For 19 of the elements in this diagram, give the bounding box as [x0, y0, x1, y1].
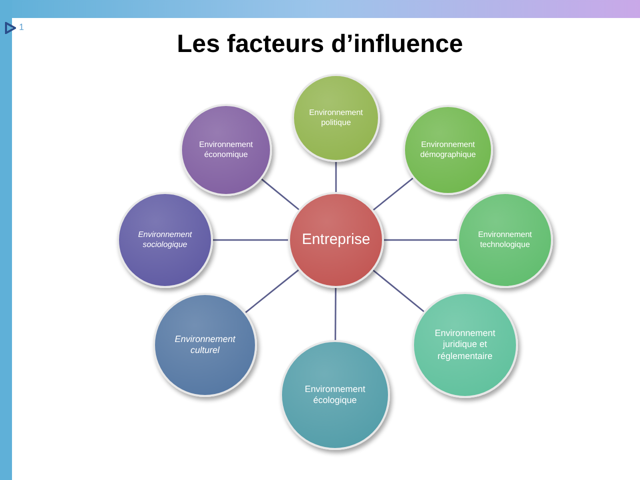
connector-line: [213, 239, 288, 241]
node-label: Environnement économique: [198, 140, 254, 160]
slide-number: 1: [19, 21, 24, 34]
node-label: Entreprise: [300, 230, 372, 250]
connector-line: [335, 162, 337, 192]
node-label: Environnement culturel: [174, 334, 236, 356]
connector-line: [261, 178, 300, 210]
connector-line: [372, 270, 424, 312]
node-label: Environnement politique: [308, 108, 364, 128]
node-label: Environnement démographique: [419, 140, 477, 160]
node-label: Environnement juridique et réglementaire: [434, 328, 496, 362]
connector-line: [384, 239, 457, 241]
slide-title: Les facteurs d’influence: [176, 29, 464, 60]
connector-line: [334, 288, 336, 340]
connector-line: [372, 178, 414, 211]
node-label: Environnement technologique: [477, 230, 533, 250]
node-label: Environnement sociologique: [137, 230, 193, 250]
connector-line: [245, 269, 300, 314]
node-label: Environnement écologique: [304, 384, 366, 406]
